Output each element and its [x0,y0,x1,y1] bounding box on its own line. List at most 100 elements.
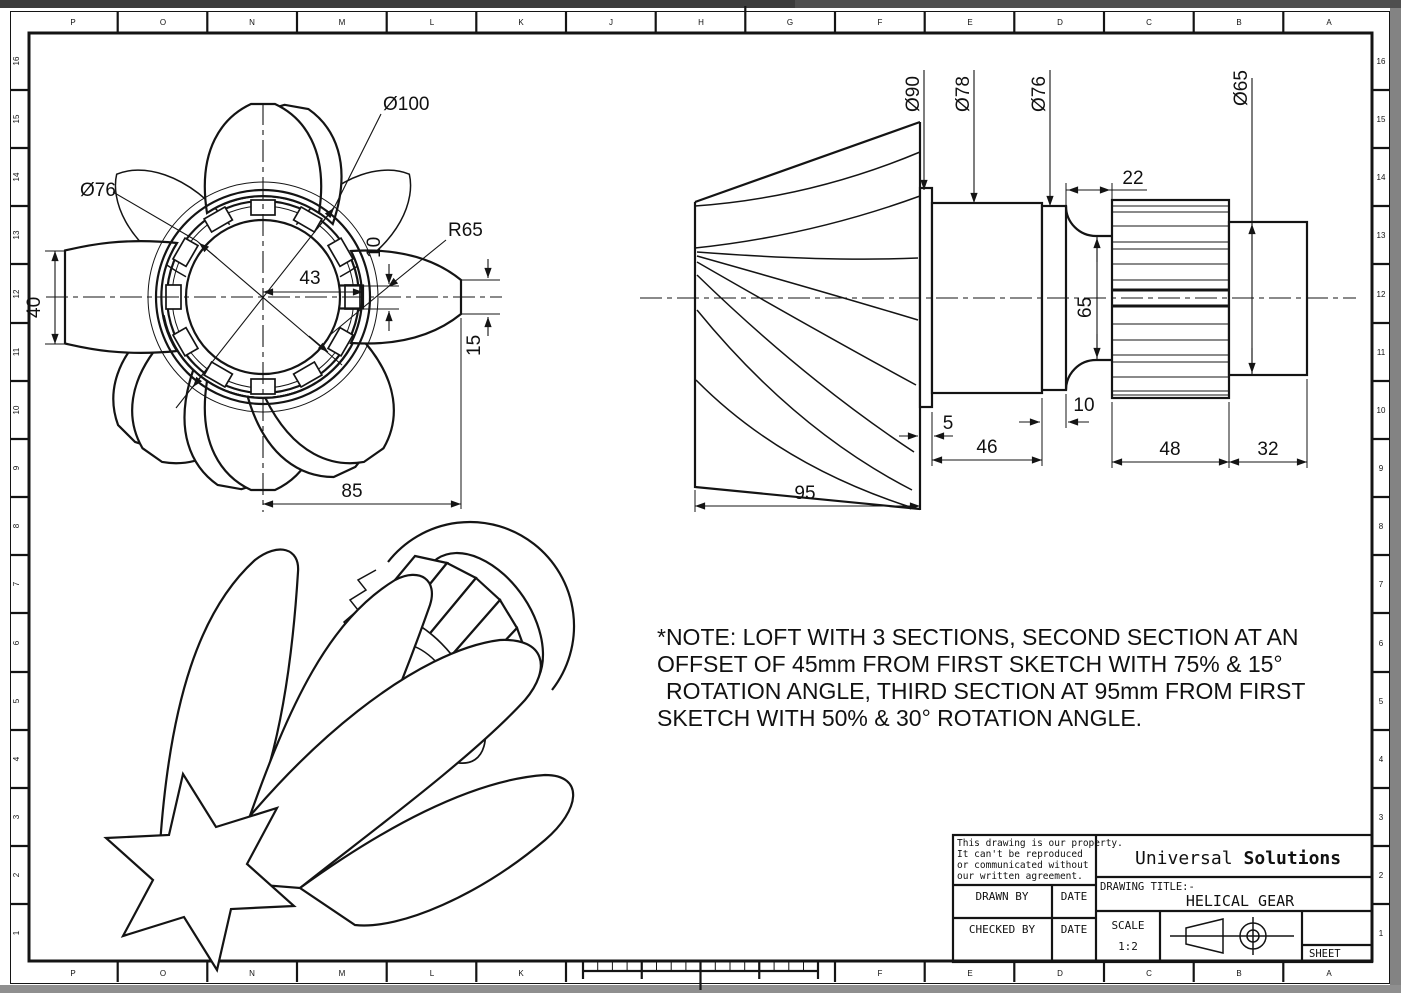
svg-text:1: 1 [12,930,21,935]
svg-text:6: 6 [1379,639,1384,648]
svg-text:This drawing is our property.: This drawing is our property. [957,838,1123,849]
svg-text:A: A [1326,969,1332,978]
svg-text:3: 3 [1379,813,1384,822]
helical-cone [693,120,922,511]
svg-text:N: N [249,969,255,978]
svg-text:It can't be reproduced: It can't be reproduced [957,849,1083,860]
svg-text:G: G [787,18,793,27]
svg-text:C: C [1146,18,1152,27]
svg-text:10: 10 [12,405,21,414]
svg-text:H: H [698,18,704,27]
svg-text:or communicated without: or communicated without [957,860,1089,871]
isometric-view [103,520,576,973]
svg-text:O: O [160,18,166,27]
neck-fillets [1064,205,1112,391]
svg-text:J: J [609,18,613,27]
front-view-dimensions: Ø76 Ø100 R65 43 10 [24,94,500,509]
scale-value: 1:2 [1118,940,1138,953]
svg-text:5: 5 [1379,697,1384,706]
dim-phi76-side-label: Ø76 [1029,76,1050,112]
svg-text:14: 14 [12,172,21,181]
svg-text:L: L [430,18,435,27]
iso-petals [158,548,575,927]
dim-85-label: 85 [341,481,362,502]
svg-text:A: A [1326,18,1332,27]
dim-10-label: 10 [1073,395,1094,416]
svg-text:15: 15 [12,114,21,123]
svg-text:E: E [967,969,972,978]
svg-text:F: F [878,18,883,27]
date-label-1: DATE [1061,890,1088,903]
svg-text:M: M [339,18,346,27]
dim-40-label: 40 [24,297,45,318]
svg-text:11: 11 [12,347,21,356]
note-block: *NOTE: LOFT WITH 3 SECTIONS, SECOND SECT… [657,624,1305,731]
svg-text:B: B [1236,18,1241,27]
drawing-title: HELICAL GEAR [1186,892,1295,910]
dim-keyway-10-label: 10 [364,237,385,258]
svg-text:7: 7 [1379,580,1384,589]
note-line-1: *NOTE: LOFT WITH 3 SECTIONS, SECOND SECT… [657,624,1299,650]
svg-text:D: D [1057,969,1063,978]
dim-phi100-label: Ø100 [383,94,429,115]
svg-text:8: 8 [12,523,21,528]
side-view: Ø90 Ø78 Ø76 Ø65 65 22 [640,70,1356,512]
svg-text:13: 13 [1377,231,1386,240]
svg-text:7: 7 [12,581,21,586]
window-top-bar-left [0,0,795,8]
reference-scale-bar [581,961,820,990]
svg-text:C: C [1146,969,1152,978]
svg-text:2: 2 [1379,871,1384,880]
dim-r65-label: R65 [448,220,483,241]
svg-text:9: 9 [1379,464,1384,473]
dim-43-label: 43 [299,268,320,289]
dim-46-label: 46 [976,437,997,458]
projection-symbol-icon [1170,917,1294,955]
svg-text:12: 12 [12,289,21,298]
svg-text:11: 11 [1377,348,1386,357]
scale-label: SCALE [1111,919,1144,932]
grid-row-labels-left: 16 15 14 13 12 11 10 9 8 7 6 5 4 3 2 1 [12,56,21,935]
svg-text:O: O [160,969,166,978]
note-line-3: ROTATION ANGLE, THIRD SECTION AT 95mm FR… [666,678,1305,704]
svg-text:13: 13 [12,230,21,239]
svg-text:4: 4 [12,756,21,761]
dim-22-label: 22 [1122,168,1143,189]
side-view-dimensions: Ø90 Ø78 Ø76 Ø65 65 22 [694,70,1308,512]
dim-phi78-label: Ø78 [953,76,974,112]
svg-text:9: 9 [12,465,21,470]
title-block: This drawing is our property. It can't b… [951,833,1374,964]
drawing-title-label: DRAWING TITLE:- [1100,881,1195,893]
svg-text:16: 16 [1377,57,1386,66]
svg-text:3: 3 [12,814,21,819]
svg-text:L: L [430,969,435,978]
dim-5-label: 5 [943,413,954,434]
svg-text:16: 16 [12,56,21,65]
svg-text:14: 14 [1377,173,1386,182]
sheet-label: SHEET [1309,948,1341,960]
internal-spline-teeth [165,199,361,395]
drawn-by-label: DRAWN BY [976,890,1029,903]
svg-text:D: D [1057,18,1063,27]
iso-star-face [103,771,297,973]
window-top-bar-right [795,0,1401,8]
date-label-2: DATE [1061,923,1088,936]
svg-text:1: 1 [1379,929,1384,938]
svg-text:10: 10 [1377,406,1386,415]
dim-phi76-label: Ø76 [80,180,116,201]
svg-text:12: 12 [1377,290,1386,299]
helix-curves [694,151,921,508]
dim-48-label: 48 [1159,439,1180,460]
dim-phi90-label: Ø90 [903,76,924,112]
property-note: This drawing is our property. It can't b… [957,838,1123,882]
dim-65-label: 65 [1075,297,1096,318]
svg-text:5: 5 [12,698,21,703]
dim-32-label: 32 [1257,439,1278,460]
